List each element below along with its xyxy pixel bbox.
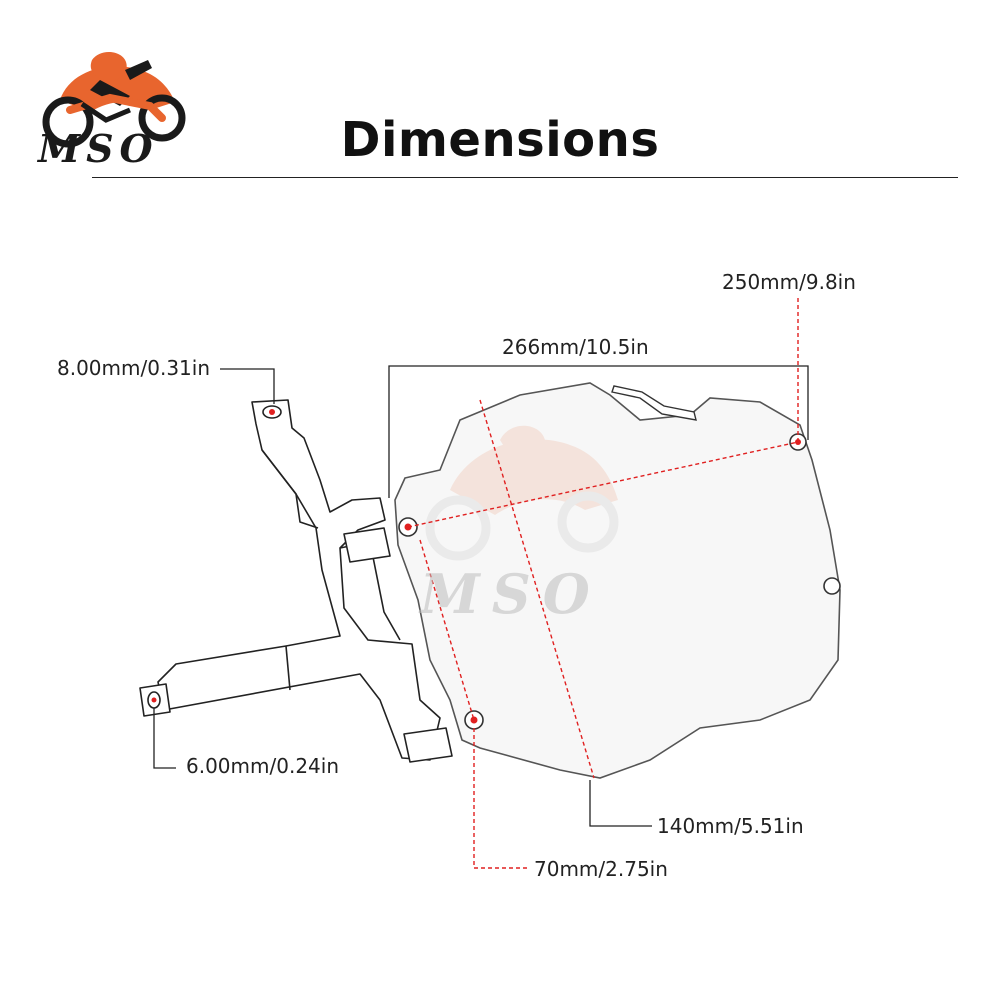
watermark-text: MSO [420,562,602,626]
shield-outline [394,382,841,779]
title-divider [92,177,958,178]
dimension-lines [407,296,799,869]
dim-label-bracket-top-hole: 8.00mm/0.31in [57,356,210,380]
dim-label-width: 266mm/10.5in [502,335,649,359]
dim-label-hole-spacing: 70mm/2.75in [534,857,668,881]
leader-lines [153,365,809,827]
logo-text: MSO [38,126,159,171]
mounting-bracket [139,399,453,763]
dim-label-height: 140mm/5.51in [657,814,804,838]
dim-label-bracket-bottom-hole: 6.00mm/0.24in [186,754,339,778]
shield-top-tab [611,385,697,421]
shield-hole-right-mid [823,577,841,595]
mso-logo [42,51,186,148]
page-title: Dimensions [340,112,660,168]
dim-label-top-hole: 250mm/9.8in [722,270,856,294]
